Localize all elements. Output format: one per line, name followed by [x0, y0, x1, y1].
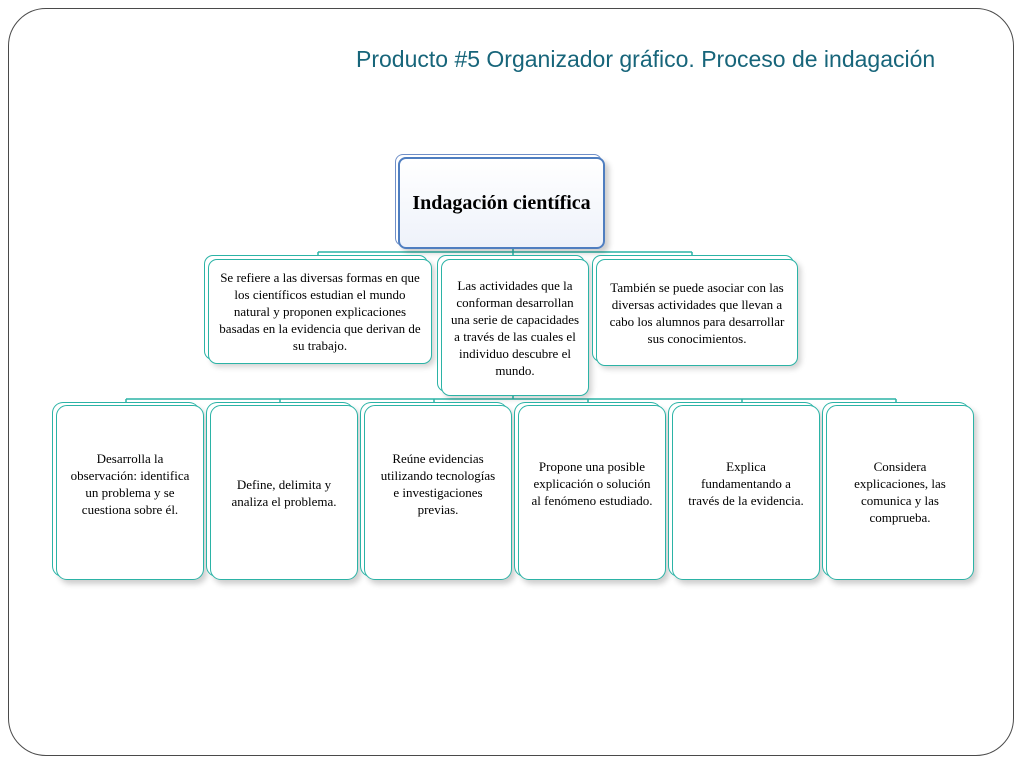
node-activities: También se puede asociar con las diversa…: [596, 259, 798, 366]
slide-title: Producto #5 Organizador gráfico. Proceso…: [356, 46, 936, 72]
step-propose-explanation: Propone una posible explicación o soluci…: [518, 405, 666, 580]
step-observation: Desarrolla la observación: identifica un…: [56, 405, 204, 580]
node-definition: Se refiere a las diversas formas en que …: [208, 259, 432, 364]
step-communicate-verify: Considera explicaciones, las comunica y …: [826, 405, 974, 580]
step-explain-evidence: Explica fundamentando a través de la evi…: [672, 405, 820, 580]
node-capacities: Las actividades que la conforman desarro…: [441, 259, 589, 396]
step-gather-evidence: Reúne evidencias utilizando tecnologías …: [364, 405, 512, 580]
step-define-problem: Define, delimita y analiza el problema.: [210, 405, 358, 580]
root-node: Indagación científica: [398, 157, 605, 249]
